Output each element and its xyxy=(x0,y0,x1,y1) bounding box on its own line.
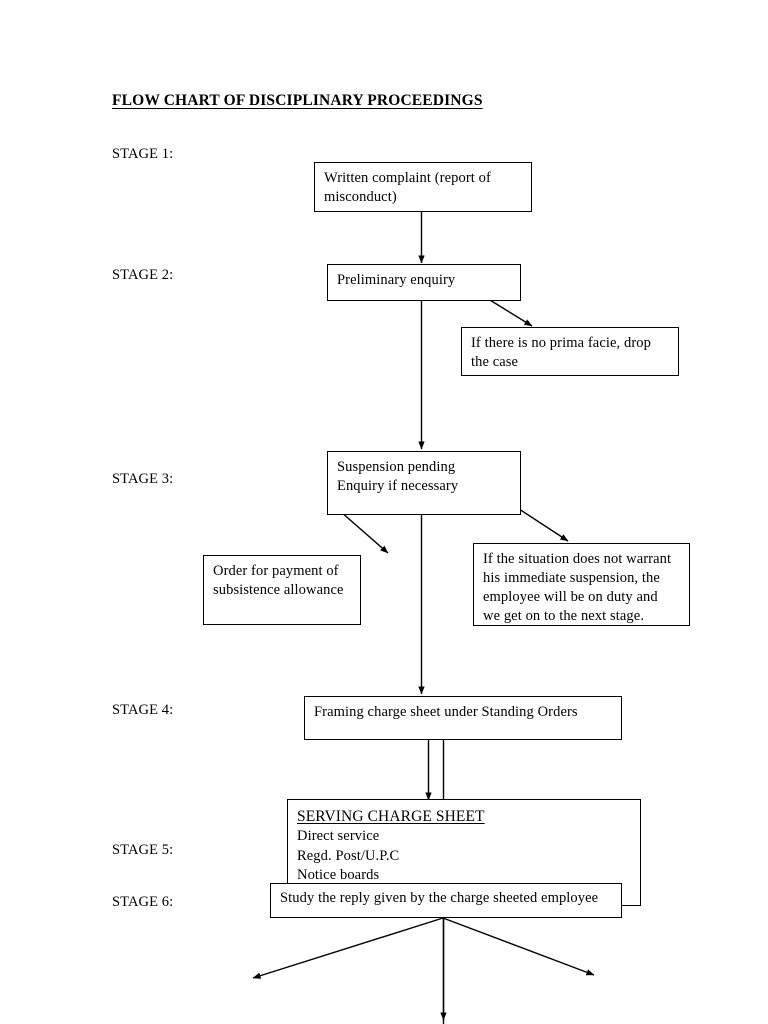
node-written-complaint[interactable]: Written complaint (report of misconduct) xyxy=(314,162,532,212)
connector-stage3-to-situation xyxy=(512,504,569,542)
node-preliminary-enquiry[interactable]: Preliminary enquiry xyxy=(327,264,521,301)
stage-label-3: STAGE 3: xyxy=(112,471,174,487)
stage-label-5: STAGE 5: xyxy=(112,842,174,858)
node-situation-not-warrant[interactable]: If the situation does not warrant his im… xyxy=(473,543,690,626)
node-situation-not-warrant-line-2: his immediate suspension, the xyxy=(483,570,660,587)
node-study-the-reply[interactable]: Study the reply given by the charge shee… xyxy=(270,883,622,918)
node-subsistence-allowance-line-2: subsistence allowance xyxy=(213,582,344,599)
node-no-prima-facie[interactable]: If there is no prima facie, drop the cas… xyxy=(461,327,679,376)
node-serving-charge-sheet-line-2: Regd. Post/U.P.C xyxy=(297,847,400,864)
node-serving-charge-sheet-line-3: Notice boards xyxy=(297,866,380,883)
stage-label-6: STAGE 6: xyxy=(112,894,174,910)
stage-label-1: STAGE 1: xyxy=(112,146,174,162)
node-preliminary-enquiry-line-1: Preliminary enquiry xyxy=(337,272,456,288)
page-title: FLOW CHART OF DISCIPLINARY PROCEEDINGS xyxy=(112,92,483,109)
node-suspension-pending-line-1: Suspension pending xyxy=(337,459,456,475)
node-written-complaint-line-2: misconduct) xyxy=(324,189,397,206)
node-situation-not-warrant-line-1: If the situation does not warrant xyxy=(483,551,672,567)
node-study-the-reply-line-1: Study the reply given by the charge shee… xyxy=(280,890,599,906)
connector-stage6-branch-right xyxy=(442,917,595,976)
node-framing-charge-sheet[interactable]: Framing charge sheet under Standing Orde… xyxy=(304,696,622,740)
node-suspension-pending-line-2: Enquiry if necessary xyxy=(337,478,459,495)
node-written-complaint-line-1: Written complaint (report of xyxy=(324,170,491,186)
node-subsistence-allowance[interactable]: Order for payment of subsistence allowan… xyxy=(203,555,361,625)
stage-label-4: STAGE 4: xyxy=(112,702,174,718)
node-subsistence-allowance-line-1: Order for payment of xyxy=(213,563,339,579)
connector-stage6-branch-left xyxy=(252,917,444,979)
node-situation-not-warrant-line-3: employee will be on duty and xyxy=(483,589,658,606)
node-serving-charge-sheet-heading: SERVING CHARGE SHEET xyxy=(297,808,485,825)
node-serving-charge-sheet-line-1: Direct service xyxy=(297,828,380,845)
node-framing-charge-sheet-line-1: Framing charge sheet under Standing Orde… xyxy=(314,704,578,720)
node-suspension-pending[interactable]: Suspension pending Enquiry if necessary xyxy=(327,451,521,515)
node-situation-not-warrant-line-4: we get on to the next stage. xyxy=(483,608,645,625)
stage-label-2: STAGE 2: xyxy=(112,267,174,283)
node-no-prima-facie-line-1: If there is no prima facie, drop xyxy=(471,335,651,351)
node-no-prima-facie-line-2: the case xyxy=(471,354,519,371)
